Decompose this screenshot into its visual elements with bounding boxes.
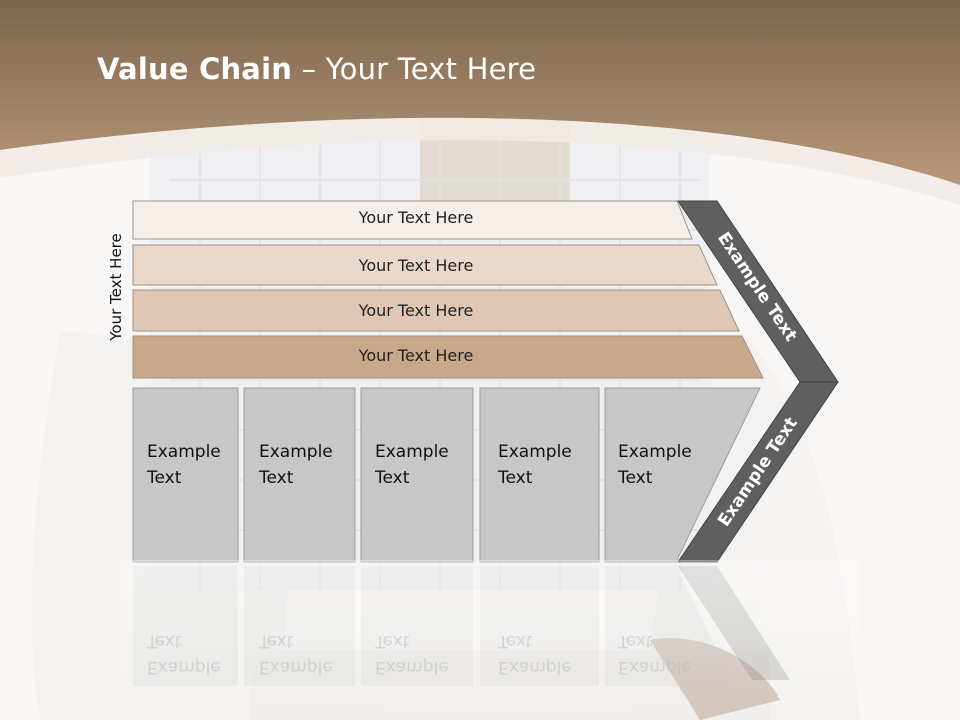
column-3	[360, 387, 474, 563]
column-2-line1: Example	[259, 442, 333, 462]
bar-4-label: Your Text Here	[358, 346, 474, 365]
column-4-line1: Example	[498, 442, 572, 462]
side-label: Your Text Here	[107, 233, 125, 341]
column-2	[243, 387, 356, 563]
column-2-line2: Text	[259, 468, 294, 488]
column-5-reflection-line1: Example	[618, 657, 692, 677]
bar-1-label: Your Text Here	[358, 208, 474, 227]
column-1-line2: Text	[147, 468, 182, 488]
header-band	[0, 0, 960, 185]
title-bold: Value Chain	[97, 52, 293, 86]
bar-4	[132, 335, 764, 379]
column-1-reflection: Example Text	[147, 628, 221, 680]
column-2-reflection-line2: Text	[259, 631, 294, 651]
column-3-reflection-line1: Example	[375, 657, 449, 677]
column-4-line2: Text	[498, 468, 533, 488]
column-4-reflection: Example Text	[498, 628, 572, 680]
column-4-reflection-line2: Text	[498, 631, 533, 651]
slide-title: Value Chain – Your Text Here	[97, 52, 536, 86]
column-5-reflection-line2: Text	[618, 631, 653, 651]
column-3-line1: Example	[375, 442, 449, 462]
column-1-reflection-line2: Text	[147, 631, 182, 651]
column-4-reflection-line1: Example	[498, 657, 572, 677]
column-5-line1: Example	[618, 442, 692, 462]
column-3-line2: Text	[375, 468, 410, 488]
bar-3	[132, 289, 740, 332]
bar-3-label: Your Text Here	[358, 301, 474, 320]
column-1-line1: Example	[147, 442, 221, 462]
bar-2-label: Your Text Here	[358, 256, 474, 275]
column-4	[479, 387, 600, 563]
column-3-reflection: Example Text	[375, 628, 449, 680]
column-5-line2: Text	[618, 468, 653, 488]
bar-1	[132, 200, 693, 240]
column-3-reflection-line2: Text	[375, 631, 410, 651]
bar-2	[132, 244, 718, 286]
column-2-reflection: Example Text	[259, 628, 333, 680]
column-1-reflection-line1: Example	[147, 657, 221, 677]
column-2-reflection-line1: Example	[259, 657, 333, 677]
header-swoosh	[0, 117, 960, 205]
title-rest: – Your Text Here	[292, 52, 537, 86]
column-5-reflection: Example Text	[618, 628, 692, 680]
column-1	[132, 387, 239, 563]
